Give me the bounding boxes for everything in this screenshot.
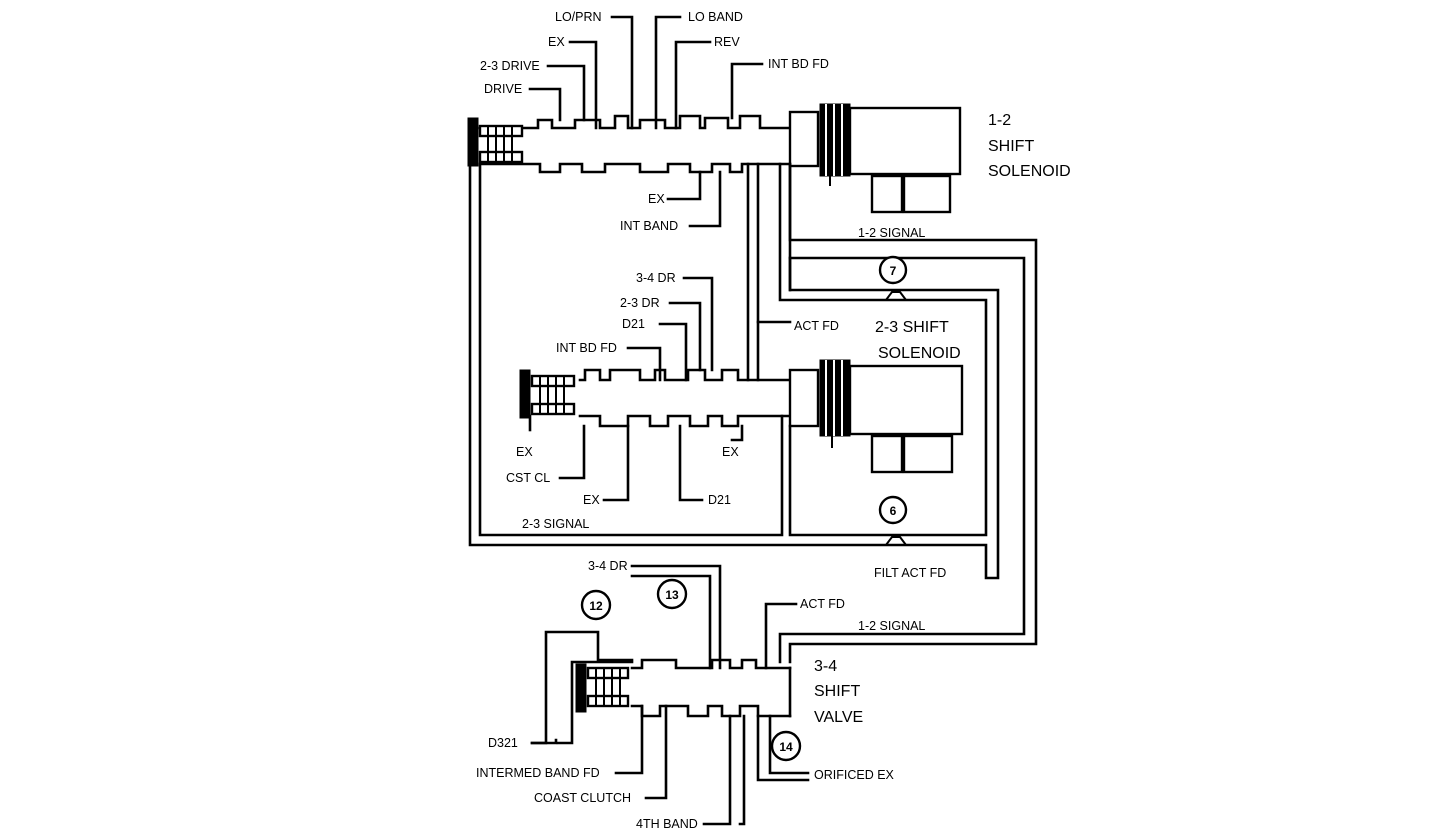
- label-rev: REV: [714, 35, 740, 49]
- valve-1-2-bore-top: [478, 114, 792, 130]
- label-coast-clutch: COAST CLUTCH: [534, 791, 631, 805]
- label-solenoid-2-3-line2: SOLENOID: [878, 345, 961, 362]
- orifice-7-circle: [878, 255, 908, 285]
- valve-1-2-bore-bottom: [478, 162, 792, 174]
- label-act-fd-low: ACT FD: [800, 597, 845, 611]
- orifice-6-number: 6: [890, 504, 897, 518]
- label-solenoid-1-2-line3: SOLENOID: [988, 163, 1071, 180]
- orifice-6-circle: [878, 495, 908, 525]
- label-int-bd-fd-mid: INT BD FD: [556, 341, 617, 355]
- label-ex-bottom2: EX: [583, 493, 600, 507]
- label-2-3-dr: 2-3 DR: [620, 296, 660, 310]
- solenoid-2-3-body: [788, 359, 964, 474]
- label-4th-band: 4TH BAND: [636, 817, 698, 831]
- label-cst-cl: CST CL: [506, 471, 550, 485]
- label-orificed-ex: ORIFICED EX: [814, 768, 895, 782]
- label-lo-prn: LO/PRN: [555, 10, 602, 24]
- label-ex-top: EX: [548, 35, 565, 49]
- valve-1-2-spring: [467, 117, 524, 167]
- orifice-14-circle: [770, 730, 802, 762]
- upper-leaders: [528, 15, 764, 228]
- shift-valve-1-2: [467, 103, 962, 214]
- orifice-12-circle: [580, 589, 612, 621]
- orifice-7-number: 7: [890, 264, 897, 278]
- label-int-band: INT BAND: [620, 219, 678, 233]
- solenoid-1-2-body: [788, 103, 962, 214]
- fluid-passages: [468, 162, 1038, 664]
- label-filt-act-fd: FILT ACT FD: [874, 566, 946, 580]
- label-1-2-signal-low: 1-2 SIGNAL: [858, 619, 925, 633]
- label-2-3-drive: 2-3 DRIVE: [480, 59, 540, 73]
- label-lo-band: LO BAND: [688, 10, 743, 24]
- label-ex-mid1: EX: [648, 192, 665, 206]
- label-valve-3-4-line1: 3-4: [814, 658, 837, 675]
- label-2-3-signal: 2-3 SIGNAL: [522, 517, 589, 531]
- shift-valve-3-4: [530, 630, 792, 745]
- label-3-4-dr-mid: 3-4 DR: [636, 271, 676, 285]
- label-d21-bottom: D21: [708, 493, 731, 507]
- label-d21-mid: D21: [622, 317, 645, 331]
- label-intermed-band-fd: INTERMED BAND FD: [476, 766, 600, 780]
- label-solenoid-2-3-line1: 2-3 SHIFT: [875, 319, 949, 336]
- label-int-bd-fd-top: INT BD FD: [768, 57, 829, 71]
- orifice-13-circle: [656, 578, 688, 610]
- label-valve-3-4-line3: VALVE: [814, 709, 863, 726]
- valve-3-4-bore-bottom: [630, 704, 792, 718]
- orifice-14-number: 14: [779, 740, 793, 754]
- label-valve-3-4-line2: SHIFT: [814, 683, 860, 700]
- label-ex-left: EX: [516, 445, 533, 459]
- label-drive: DRIVE: [484, 82, 522, 96]
- label-solenoid-1-2-line1: 1-2: [988, 112, 1011, 129]
- orifice-13-number: 13: [665, 588, 679, 602]
- label-d321: D321: [488, 736, 518, 750]
- label-1-2-signal-top: 1-2 SIGNAL: [858, 226, 925, 240]
- label-ex-right: EX: [722, 445, 739, 459]
- label-solenoid-1-2-line2: SHIFT: [988, 138, 1034, 155]
- label-3-4-dr-low: 3-4 DR: [588, 559, 628, 573]
- orifice-12-number: 12: [589, 599, 603, 613]
- valve-2-3-bore-bottom: [578, 414, 792, 428]
- valve-2-3-spring: [519, 369, 576, 419]
- label-act-fd-mid: ACT FD: [794, 319, 839, 333]
- valve-3-4-spring: [575, 663, 630, 713]
- middle-leaders: [528, 276, 744, 502]
- shift-valve-2-3: [519, 359, 964, 474]
- lower-leaders: [614, 564, 810, 826]
